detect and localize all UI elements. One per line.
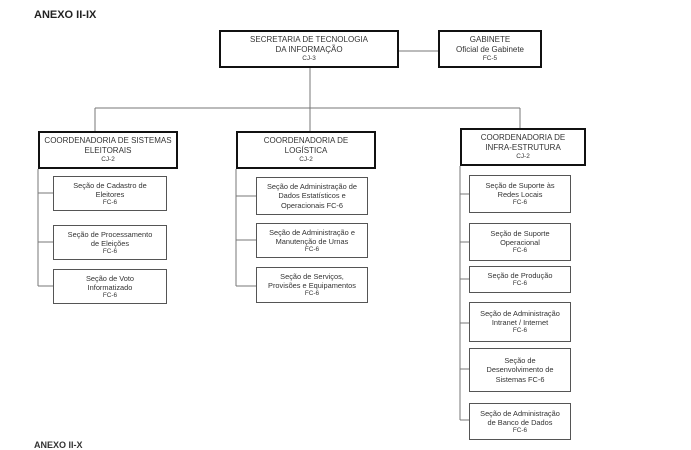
node-line: Seção de Administração bbox=[480, 309, 560, 319]
node-coord-infra-line1: COORDENADORIA DE bbox=[480, 133, 566, 143]
node-line: Seção de Processamento bbox=[67, 229, 153, 239]
node-line: Eleitores bbox=[95, 189, 125, 199]
node-secao-cadastro-eleitores: Seção de Cadastro de Eleitores FC-6 bbox=[53, 176, 167, 211]
node-secao-banco-dados: Seção de Administração de Banco de Dados… bbox=[469, 403, 571, 440]
node-coord-sistemas-line1: COORDENADORIA DE SISTEMAS bbox=[44, 136, 172, 146]
node-coord-infra-code: CJ-2 bbox=[516, 152, 530, 160]
node-coord-logistica: COORDENADORIA DE LOGÍSTICA CJ-2 bbox=[236, 131, 376, 169]
node-code: FC-6 bbox=[512, 426, 528, 434]
node-secretaria-line1: SECRETARIA DE TECNOLOGIA bbox=[250, 35, 368, 45]
node-line: Seção de Cadastro de bbox=[73, 180, 147, 190]
node-secretaria: SECRETARIA DE TECNOLOGIA DA INFORMAÇÃO C… bbox=[219, 30, 399, 68]
node-coord-sistemas-code: CJ-2 bbox=[101, 155, 115, 163]
node-line: Seção de Suporte bbox=[490, 229, 550, 239]
node-coord-logistica-line1: COORDENADORIA DE bbox=[263, 136, 349, 146]
node-line: Informatizado bbox=[87, 282, 133, 292]
node-secao-desenvolvimento-sistemas: Seção de Desenvolvimento de Sistemas FC-… bbox=[469, 348, 571, 392]
node-line: Seção de Serviços, bbox=[280, 272, 344, 282]
node-line: Redes Locais bbox=[497, 190, 543, 200]
node-line: Seção de Produção bbox=[487, 271, 553, 281]
page-title: ANEXO II-IX bbox=[34, 9, 97, 21]
node-coord-logistica-code: CJ-2 bbox=[299, 155, 313, 163]
node-line: Seção de Administração bbox=[480, 408, 560, 418]
node-secretaria-code: CJ-3 bbox=[302, 54, 316, 62]
node-secao-voto-informatizado: Seção de Voto Informatizado FC-6 bbox=[53, 269, 167, 304]
node-code: FC-6 bbox=[304, 290, 320, 298]
node-secao-producao: Seção de Produção FC-6 bbox=[469, 266, 571, 293]
node-gabinete: GABINETE Oficial de Gabinete FC-5 bbox=[438, 30, 542, 68]
node-code: FC-6 bbox=[102, 291, 118, 299]
node-coord-sistemas: COORDENADORIA DE SISTEMAS ELEITORAIS CJ-… bbox=[38, 131, 178, 169]
node-code: FC-6 bbox=[512, 199, 528, 207]
node-line: Seção de Voto bbox=[85, 273, 135, 283]
node-coord-sistemas-line2: ELEITORAIS bbox=[84, 146, 132, 156]
node-coord-infra-line2: INFRA-ESTRUTURA bbox=[485, 143, 561, 153]
node-line: de Banco de Dados bbox=[487, 417, 553, 427]
node-code: FC-6 bbox=[102, 247, 118, 255]
node-line: de Eleições bbox=[90, 238, 130, 248]
node-line: Dados Estatísticos e bbox=[278, 191, 346, 201]
node-code: FC-6 bbox=[512, 280, 528, 288]
node-gabinete-line2: Oficial de Gabinete bbox=[455, 45, 525, 55]
node-secao-intranet-internet: Seção de Administração Intranet / Intern… bbox=[469, 302, 571, 342]
node-line: Seção de Administração e bbox=[269, 227, 355, 237]
node-secao-servicos-provisoes: Seção de Serviços, Provisões e Equipamen… bbox=[256, 267, 368, 303]
node-line: Seção de Suporte às bbox=[485, 181, 555, 191]
next-annex-heading: ANEXO II-X bbox=[34, 440, 83, 450]
node-code: FC-6 bbox=[304, 245, 320, 253]
node-line: Seção de bbox=[504, 356, 536, 366]
node-secao-suporte-redes: Seção de Suporte às Redes Locais FC-6 bbox=[469, 175, 571, 213]
node-secao-manutencao-urnas: Seção de Administração e Manutenção de U… bbox=[256, 223, 368, 258]
node-line: Manutenção de Urnas bbox=[275, 236, 349, 246]
node-line: Seção de Administração de bbox=[267, 182, 357, 192]
node-line: Desenvolvimento de bbox=[486, 365, 554, 375]
node-code: FC-6 bbox=[512, 327, 528, 335]
node-line: Provisões e Equipamentos bbox=[268, 281, 356, 291]
node-secao-suporte-operacional: Seção de Suporte Operacional FC-6 bbox=[469, 223, 571, 261]
node-line: Sistemas FC-6 bbox=[495, 374, 545, 384]
node-secao-processamento-eleicoes: Seção de Processamento de Eleições FC-6 bbox=[53, 225, 167, 260]
node-secao-dados-estatisticos: Seção de Administração de Dados Estatíst… bbox=[256, 177, 368, 215]
node-gabinete-line1: GABINETE bbox=[469, 35, 511, 45]
node-coord-infra: COORDENADORIA DE INFRA-ESTRUTURA CJ-2 bbox=[460, 128, 586, 166]
node-line: Intranet / Internet bbox=[491, 318, 549, 328]
node-line: Operacionais FC-6 bbox=[280, 200, 344, 210]
node-line: Operacional bbox=[500, 238, 540, 248]
node-secretaria-line2: DA INFORMAÇÃO bbox=[275, 45, 343, 55]
node-gabinete-code: FC-5 bbox=[482, 54, 498, 62]
node-code: FC-6 bbox=[102, 198, 118, 206]
node-coord-logistica-line2: LOGÍSTICA bbox=[284, 146, 328, 156]
node-code: FC-6 bbox=[512, 247, 528, 255]
